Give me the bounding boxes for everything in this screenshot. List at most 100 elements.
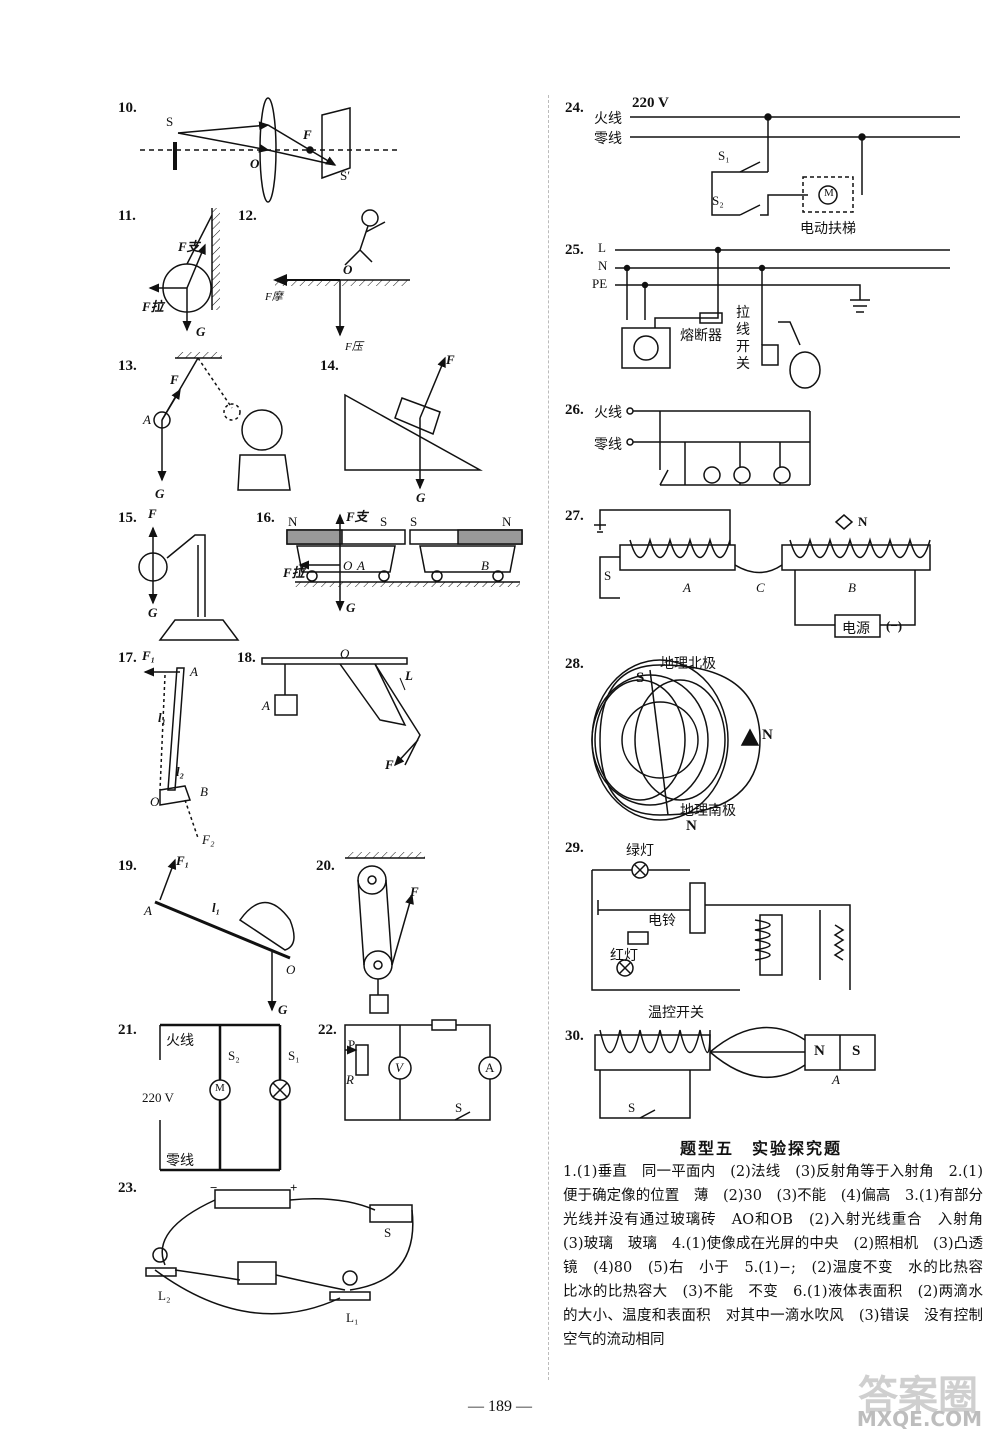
fig29-relay	[591, 861, 851, 991]
fig18-lever-bar	[261, 657, 421, 767]
watermark-url: MXQE.COM	[856, 1407, 982, 1431]
label-S-prime: S′	[340, 168, 351, 183]
label-A: A	[143, 412, 151, 427]
label-L2: L₂	[158, 1288, 171, 1303]
problem-number-17: 17.	[118, 650, 137, 666]
fig16-magnet-carts	[286, 513, 523, 612]
label-L: L	[405, 668, 413, 683]
label-S: S	[604, 568, 612, 583]
column-divider	[548, 95, 549, 1380]
label-F: F	[410, 884, 419, 899]
fig30-magnet-coil	[594, 1026, 876, 1119]
label-fuse: 熔断器	[680, 328, 722, 344]
fig27-electromagnets	[594, 509, 931, 638]
label-switch-S: S	[628, 1100, 636, 1115]
label-A: A	[683, 580, 691, 595]
label-F-friction: F摩	[265, 291, 283, 303]
label-fire-wire: 火线	[594, 111, 622, 127]
label-green-lamp: 绿灯	[626, 843, 654, 859]
label-l1: l₁	[158, 710, 167, 725]
problem-number-30: 30.	[565, 1028, 584, 1044]
label-A: A	[262, 698, 270, 713]
fig10-lens-diagram	[140, 97, 400, 203]
label-F-pull: F拉	[142, 299, 164, 314]
label-O: O	[250, 156, 260, 171]
label-A: A	[190, 664, 198, 679]
problem-number-13: 13.	[118, 358, 137, 374]
label-F: F	[446, 352, 455, 367]
label-fire-wire: 火线	[594, 405, 622, 421]
fig28-earth-field	[591, 659, 761, 821]
problem-number-20: 20.	[316, 858, 335, 874]
label-S: S	[636, 670, 645, 686]
label-S1: S₁	[288, 1048, 300, 1063]
label-neutral-wire: 零线	[594, 437, 622, 453]
problem-number-24: 24.	[565, 100, 584, 116]
problem-number-28: 28.	[565, 656, 584, 672]
label-polarity: (−)	[886, 618, 903, 633]
fig22-circuit	[344, 1019, 502, 1121]
label-N: N	[814, 1043, 825, 1059]
label-S: S	[455, 1100, 463, 1115]
fig23-wiring	[145, 1189, 414, 1315]
label-N: N	[598, 258, 608, 273]
label-G: G	[196, 324, 206, 339]
label-G: G	[346, 600, 356, 615]
label-B: B	[848, 580, 856, 595]
label-l2: l₂	[176, 764, 185, 779]
label-V: V	[395, 1060, 403, 1075]
fig13-balloon	[153, 352, 291, 491]
label-geo-north: 地理北极	[660, 656, 716, 672]
label-G: G	[278, 1002, 288, 1017]
label-F1: F₁	[176, 853, 190, 868]
label-motor: M	[824, 187, 834, 199]
label-neutral-wire: 零线	[166, 1153, 194, 1169]
label-A: A	[485, 1060, 495, 1075]
label-A: A	[357, 558, 365, 573]
section-title: 题型五 实验探究题	[680, 1139, 843, 1158]
problem-number-14: 14.	[320, 358, 339, 374]
fig11-ball-wall	[148, 208, 220, 332]
label-A: A	[832, 1072, 840, 1087]
label-O: O	[340, 646, 350, 661]
label-l1: l₁	[212, 900, 221, 915]
problem-number-16: 16.	[256, 510, 275, 526]
label-temp-switch: 温控开关	[648, 1005, 704, 1021]
fig25-household	[615, 246, 950, 389]
label-P: P	[348, 1037, 356, 1052]
label-L: L	[598, 240, 606, 255]
magnet-pole-N1: N	[288, 514, 298, 529]
label-L1: L₁	[346, 1310, 359, 1325]
label-voltage: 220 V	[632, 95, 669, 111]
problem-number-11: 11.	[118, 208, 136, 224]
label-F-normal: F压	[345, 341, 363, 353]
label-S: S	[852, 1043, 861, 1059]
label-O: O	[286, 962, 296, 977]
label-red-lamp: 红灯	[610, 948, 638, 964]
problem-number-15: 15.	[118, 510, 137, 526]
label-F: F	[170, 372, 179, 387]
label-motor: M	[215, 1082, 225, 1094]
problem-number-26: 26.	[565, 402, 584, 418]
label-N: N	[858, 514, 868, 529]
label-F: F	[385, 757, 394, 772]
magnet-pole-N2: N	[502, 514, 512, 529]
label-A: A	[144, 903, 152, 918]
problem-number-27: 27.	[565, 508, 584, 524]
label-F: F	[148, 506, 157, 521]
problem-number-25: 25.	[565, 242, 584, 258]
label-N-bottom: N	[686, 818, 697, 834]
problem-number-12: 12.	[238, 208, 257, 224]
fig14-incline	[344, 356, 483, 490]
label-G: G	[416, 490, 426, 505]
label-O: O	[343, 558, 353, 573]
label-PE: PE	[592, 276, 608, 291]
label-pull-switch: 拉线开关	[736, 305, 750, 372]
label-G: G	[155, 486, 165, 501]
fig26-circuit	[626, 407, 811, 486]
fig15-hanging-ball	[138, 526, 240, 641]
label-O: O	[150, 794, 160, 809]
label-N-east: N	[762, 727, 773, 743]
label-B: B	[481, 558, 489, 573]
